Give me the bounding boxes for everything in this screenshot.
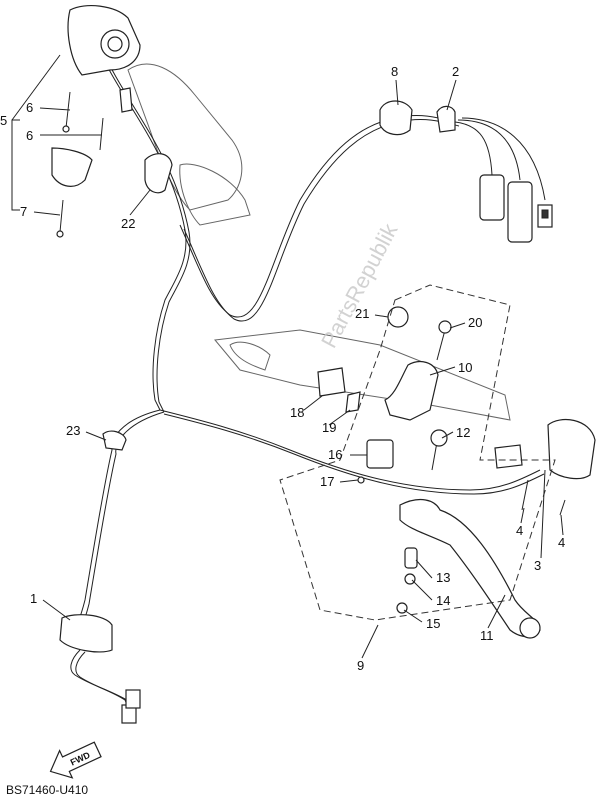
callout-2: 2: [452, 64, 459, 79]
lever-assembly: [317, 306, 541, 639]
callout-18: 18: [290, 405, 304, 420]
callout-7: 7: [20, 204, 27, 219]
callout-17: 17: [320, 474, 334, 489]
callout-4a: 4: [516, 523, 523, 538]
callout-15: 15: [426, 616, 440, 631]
callout-11: 11: [480, 628, 494, 643]
callout-9: 9: [357, 658, 364, 673]
watermark: PartsRepublik: [316, 218, 403, 352]
callout-14: 14: [436, 593, 450, 608]
callout-10: 10: [458, 360, 472, 375]
bracket-5: [11, 54, 61, 211]
cable-clamps: [379, 100, 456, 136]
fwd-arrow: FWD: [49, 741, 102, 779]
callout-23: 23: [66, 423, 80, 438]
callout-13: 13: [436, 570, 450, 585]
callout-3: 3: [534, 558, 541, 573]
callout-19: 19: [322, 420, 336, 435]
bottom-switch-assembly: [59, 430, 141, 724]
right-switch-assembly: [494, 418, 596, 516]
screws-left: [56, 91, 104, 238]
callout-6b: 6: [26, 128, 33, 143]
callout-1: 1: [30, 591, 37, 606]
callout-4b: 4: [558, 535, 565, 550]
callout-labels: 1 2 3 4 4 4 5 6 6 7 8 9 10 11 12 13 14 1…: [0, 64, 565, 673]
callout-12: 12: [456, 425, 470, 440]
callout-20: 20: [468, 315, 482, 330]
callout-6a: 6: [26, 100, 33, 115]
leader-lines: [33, 79, 564, 659]
callout-21: 21: [355, 306, 369, 321]
left-switch-assembly: [51, 5, 173, 194]
diagram-code: BS71460-U410: [6, 783, 88, 797]
connector-cluster: [454, 117, 553, 243]
callout-16: 16: [328, 447, 342, 462]
callout-5: 5: [0, 113, 7, 128]
callout-8: 8: [391, 64, 398, 79]
callout-22: 22: [121, 216, 135, 231]
